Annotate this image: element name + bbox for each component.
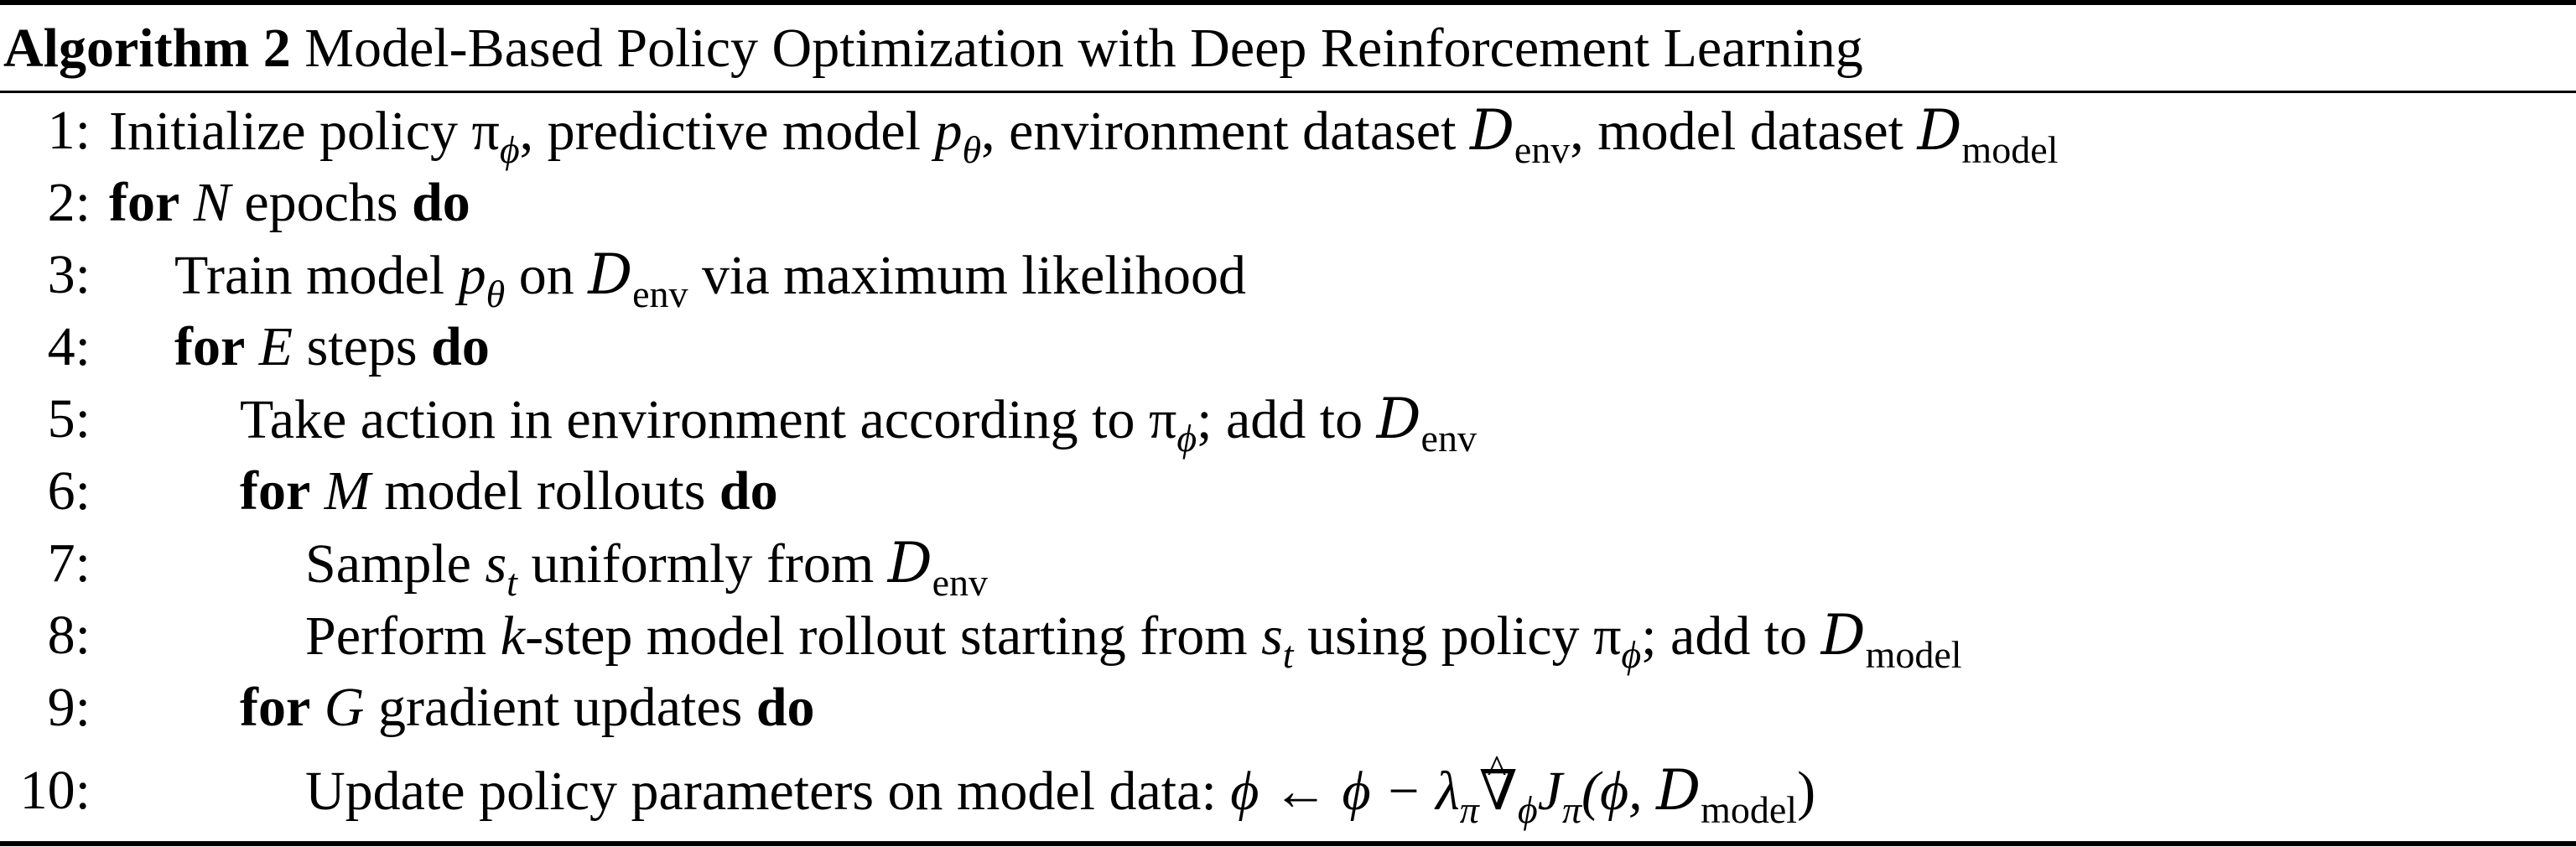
line-text: for G gradient updates do bbox=[240, 677, 815, 738]
line-number: 4: bbox=[47, 316, 91, 377]
line-number: 5: bbox=[47, 388, 91, 449]
line-text: Update policy parameters on model data: … bbox=[305, 724, 1815, 843]
line-text: Perform k-step model rollout starting fr… bbox=[305, 603, 1962, 676]
line-number: 9: bbox=[47, 677, 91, 738]
line-text: Initialize policy πϕ, predictive model p… bbox=[109, 98, 2059, 171]
line-text: for E steps do bbox=[174, 316, 490, 377]
line-text: for N epochs do bbox=[109, 172, 470, 233]
line-number: 7: bbox=[47, 533, 91, 594]
algorithm-caption: Algorithm 2 Model-Based Policy Optimizat… bbox=[3, 10, 1863, 87]
line-text: for M model rollouts do bbox=[240, 460, 778, 522]
line-text: Train model pθ on Denv via maximum likel… bbox=[174, 242, 1246, 315]
line-number: 2: bbox=[47, 172, 91, 233]
line-text: Take action in environment according to … bbox=[240, 387, 1477, 460]
line-number: 8: bbox=[47, 605, 91, 666]
line-number: 10: bbox=[19, 760, 91, 821]
algorithm-label: Algorithm 2 bbox=[3, 18, 291, 79]
nabla-hat-symbol: ∇ bbox=[1479, 724, 1518, 838]
algorithm-title: Model-Based Policy Optimization with Dee… bbox=[304, 18, 1863, 79]
top-rule bbox=[0, 0, 2576, 5]
bottom-rule bbox=[0, 841, 2576, 846]
caption-rule bbox=[0, 91, 2576, 93]
line-number: 1: bbox=[47, 100, 91, 161]
line-number: 6: bbox=[47, 460, 91, 522]
line-number: 3: bbox=[47, 244, 91, 305]
line-text: Sample st uniformly from Denv bbox=[305, 531, 989, 604]
